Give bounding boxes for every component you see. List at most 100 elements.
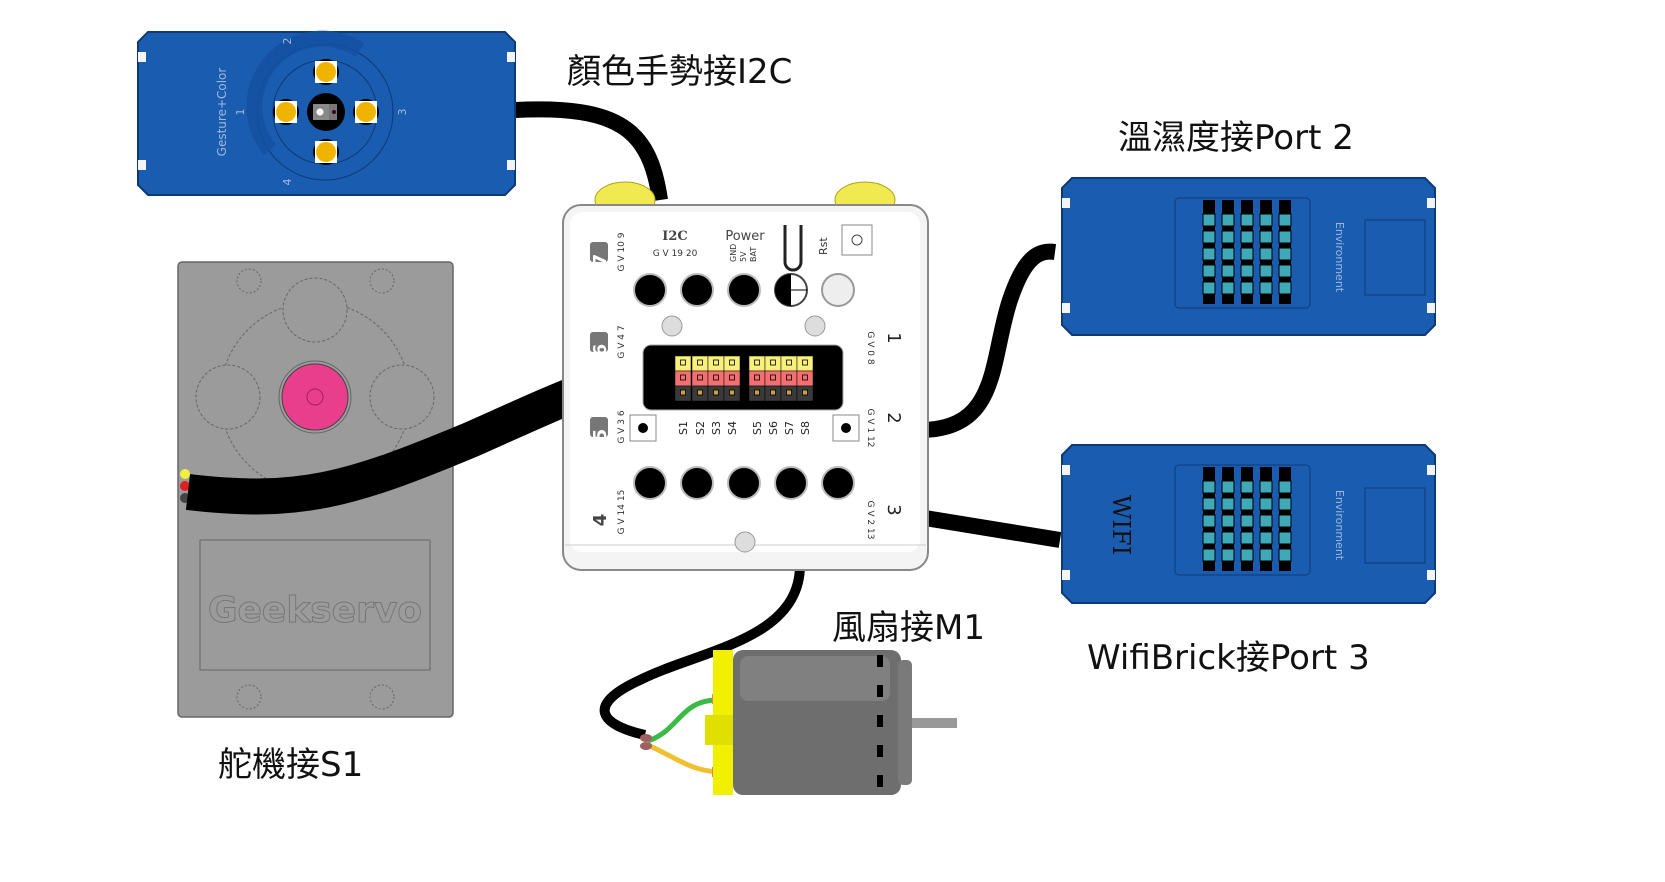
vent-cell [1202,247,1216,261]
power-pin-bat: BAT [749,247,758,262]
header-pin-s3-row2[interactable] [707,370,725,387]
direction-2: 2 [281,38,294,45]
header-pin-s1-row1[interactable] [674,355,692,372]
header-pin-s3-row1[interactable] [707,355,725,372]
header-pin-s1-row2[interactable] [674,370,692,387]
i2c-title: I2C [662,229,687,244]
header-label-s3: S3 [710,421,723,435]
port-number: 4 [590,514,611,527]
bottom-ports [633,466,855,500]
wifi-name: WIFI [1107,495,1135,555]
header-pin-s7-row3[interactable] [780,385,798,402]
port-1: 1 G V 0 8 [865,331,904,364]
vent-cell [1278,247,1292,261]
header-pin-s7-row1[interactable] [780,355,798,372]
port-pins: G V 10 9 [617,232,627,271]
port-pins: G V 4 7 [617,325,627,358]
vent-cell [1221,230,1235,244]
direction-4: 4 [281,179,294,186]
vent-cell [1259,230,1273,244]
port-number: 1 [883,332,904,343]
vent-cell [1221,213,1235,227]
vent-cell [1202,497,1216,511]
gesture-title: Gesture+Color [215,68,229,157]
header-pin-s6-row2[interactable] [764,370,782,387]
vent-cell [1278,230,1292,244]
port-pins: G V 0 8 [865,331,875,364]
vent-cell [1202,480,1216,494]
vent-cell [1278,480,1292,494]
port-number: 5 [590,429,611,442]
vent-cell [1202,264,1216,278]
top-ports [633,273,855,307]
vent-cell [1259,264,1273,278]
header-pin-s4-row2[interactable] [723,370,741,387]
vent-cell [1240,213,1254,227]
vent-cell [1202,281,1216,295]
vent-cell [1221,514,1235,528]
power-title: Power [725,229,765,244]
port-pins: G V 3 6 [617,410,627,443]
vent-cell [1259,480,1273,494]
port-number: 7 [590,254,611,267]
port-number: 3 [883,504,904,515]
label-wifi-port3: WifiBrick接Port 3 [1087,638,1370,678]
header-pin-s5-row3[interactable] [748,385,766,402]
cable-port3 [923,510,1062,548]
dc-motor-fan [640,650,957,795]
gesture-color-module: Gesture+Color 1 2 3 4 [137,30,516,196]
vent-cell [1221,480,1235,494]
rst-button-label[interactable]: Rst [817,237,830,255]
header-pin-s8-row3[interactable] [796,385,814,402]
vent-cell [1240,480,1254,494]
header-pin-s7-row2[interactable] [780,370,798,387]
port-pins: G V 1 12 [865,409,875,448]
vent-cell [1240,548,1254,562]
vent-cell [1278,514,1292,528]
wifi-module: WIFI Environment [1061,444,1436,604]
servo-brand: Geekservo [208,590,422,631]
port-pins: G V 14 15 [617,490,627,535]
header-label-s6: S6 [767,421,780,435]
header-pin-s6-row1[interactable] [764,355,782,372]
header-pin-s2-row3[interactable] [691,385,709,402]
vent-cell [1240,230,1254,244]
header-pin-s6-row3[interactable] [764,385,782,402]
header-pin-s3-row3[interactable] [707,385,725,402]
header-label-s2: S2 [694,421,707,435]
vent-cell [1202,230,1216,244]
header-pin-s2-row1[interactable] [691,355,709,372]
vent-cell [1259,281,1273,295]
header-pin-s5-row2[interactable] [748,370,766,387]
header-pin-s8-row2[interactable] [796,370,814,387]
vent-cell [1259,213,1273,227]
vent-cell [1278,281,1292,295]
vent-cell [1278,497,1292,511]
port-number: 6 [590,344,611,357]
vent-cell [1202,531,1216,545]
env-label: Environment [1333,222,1346,293]
header-pin-s4-row1[interactable] [723,355,741,372]
vent-cell [1221,281,1235,295]
vent-cell [1278,531,1292,545]
port-number: 2 [883,412,904,423]
vent-cell [1240,281,1254,295]
header-label-s7: S7 [783,421,796,435]
header-pin-s2-row2[interactable] [691,370,709,387]
led-right [353,99,379,125]
port-4: 4 G V 14 15 [590,490,627,535]
header-label-s5: S5 [751,421,764,435]
header-pin-s5-row1[interactable] [748,355,766,372]
port-2: 2 G V 1 12 [865,409,904,448]
vent-cell [1278,213,1292,227]
header-pin-s1-row3[interactable] [674,385,692,402]
i2c-pins: G V 19 20 [653,249,698,259]
header-pin-s4-row3[interactable] [723,385,741,402]
label-fan-m1: 風扇接M1 [832,608,985,648]
cable-port2 [919,243,1057,438]
servo-horn [281,363,349,431]
vent-cell [1202,514,1216,528]
header-pin-s8-row1[interactable] [796,355,814,372]
env-module: Environment [1061,177,1436,336]
